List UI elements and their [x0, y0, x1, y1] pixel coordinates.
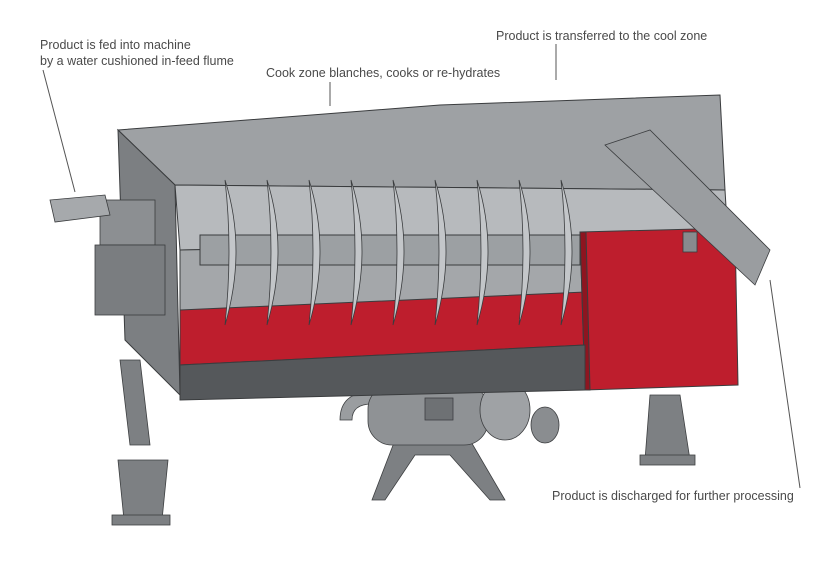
- auger-flight: [560, 179, 573, 326]
- right-foot-base: [639, 454, 696, 466]
- left-leg: [119, 359, 151, 446]
- chute-outlet: [682, 231, 698, 253]
- annotation-cool: Product is transferred to the cool zone: [496, 29, 708, 43]
- auger-flight: [266, 179, 279, 326]
- right-leg: [644, 394, 691, 461]
- transfer-chute: [604, 129, 771, 286]
- infeed-flume: [49, 194, 111, 223]
- left-foot-base: [111, 514, 171, 526]
- leader-feed: [42, 69, 76, 193]
- pump-assembly: [339, 379, 560, 446]
- leader-lines: [42, 44, 801, 489]
- left-foot: [117, 459, 169, 521]
- pump-stand: [371, 439, 506, 501]
- auger-flight: [476, 179, 489, 326]
- water-cool-zone-side: [579, 231, 591, 391]
- gearbox: [94, 244, 166, 316]
- water-cool-zone: [579, 227, 739, 391]
- leader-discharge: [769, 279, 801, 489]
- annotation-discharge: Product is discharged for further proces…: [552, 489, 794, 503]
- drive-unit: [49, 194, 166, 316]
- tank-skirt: [179, 344, 586, 401]
- discharge-chute: [604, 129, 771, 286]
- annotation-feed-line-2: by a water cushioned in-feed flume: [40, 54, 234, 68]
- annotation-cook: Cook zone blanches, cooks or re-hydrates: [266, 66, 501, 80]
- pump-outlet: [530, 406, 560, 444]
- support-legs: [111, 359, 696, 526]
- annotation-feed-line-1: Product is fed into machine: [40, 38, 191, 52]
- auger-flight: [518, 179, 531, 326]
- auger-screw: [199, 179, 581, 326]
- auger-flight: [224, 179, 237, 326]
- auger-flight: [308, 179, 321, 326]
- auger-flight: [434, 179, 447, 326]
- auger-shaft: [199, 234, 581, 266]
- auger-flight: [350, 179, 363, 326]
- annotation-feed: Product is fed into machine by a water c…: [40, 37, 234, 69]
- gear-motor: [99, 199, 156, 246]
- auger-flight: [392, 179, 405, 326]
- motor-junction-box: [424, 397, 454, 421]
